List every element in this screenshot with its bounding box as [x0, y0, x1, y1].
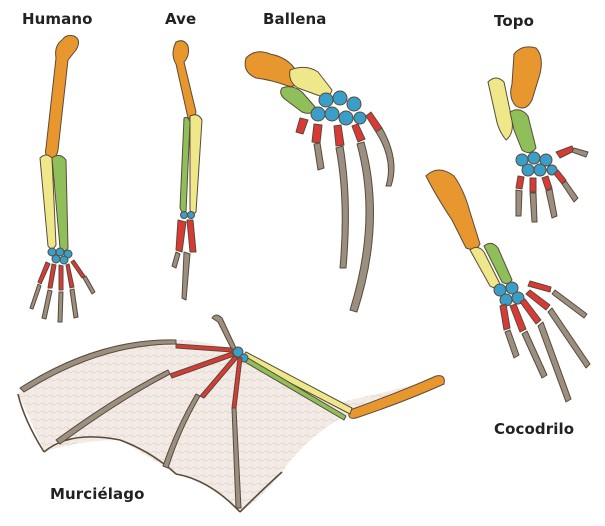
crocodile-carpals [494, 282, 524, 306]
label-topo: Topo [494, 12, 534, 30]
bat-wing [18, 315, 444, 512]
label-ballena: Ballena [263, 10, 327, 28]
mole-forelimb [488, 47, 588, 222]
label-murcielago: Murciélago [50, 485, 145, 503]
mole-humerus [511, 47, 542, 108]
label-humano: Humano [22, 10, 93, 28]
bat-humerus [349, 376, 444, 419]
bird-metacarpals [176, 220, 196, 252]
mole-radius [488, 78, 512, 140]
bird-radius [190, 115, 202, 214]
bat-thumb [212, 315, 236, 350]
crocodile-forelimb [426, 170, 590, 402]
human-carpals [48, 248, 72, 264]
bird-ulna [180, 118, 190, 213]
label-ave: Ave [165, 10, 196, 28]
mole-carpals [516, 152, 557, 176]
bird-wing [172, 41, 202, 300]
whale-phalanges [314, 128, 394, 312]
label-cocodrilo: Cocodrilo [494, 420, 574, 438]
bird-carpals [181, 212, 195, 219]
human-humerus [46, 36, 79, 159]
human-arm [30, 36, 95, 323]
bird-phalanges [172, 252, 190, 300]
whale-flipper [245, 52, 394, 312]
human-metacarpals [38, 260, 85, 290]
mole-ulna [510, 110, 536, 153]
crocodile-humerus [426, 170, 480, 249]
bird-humerus [173, 41, 196, 119]
